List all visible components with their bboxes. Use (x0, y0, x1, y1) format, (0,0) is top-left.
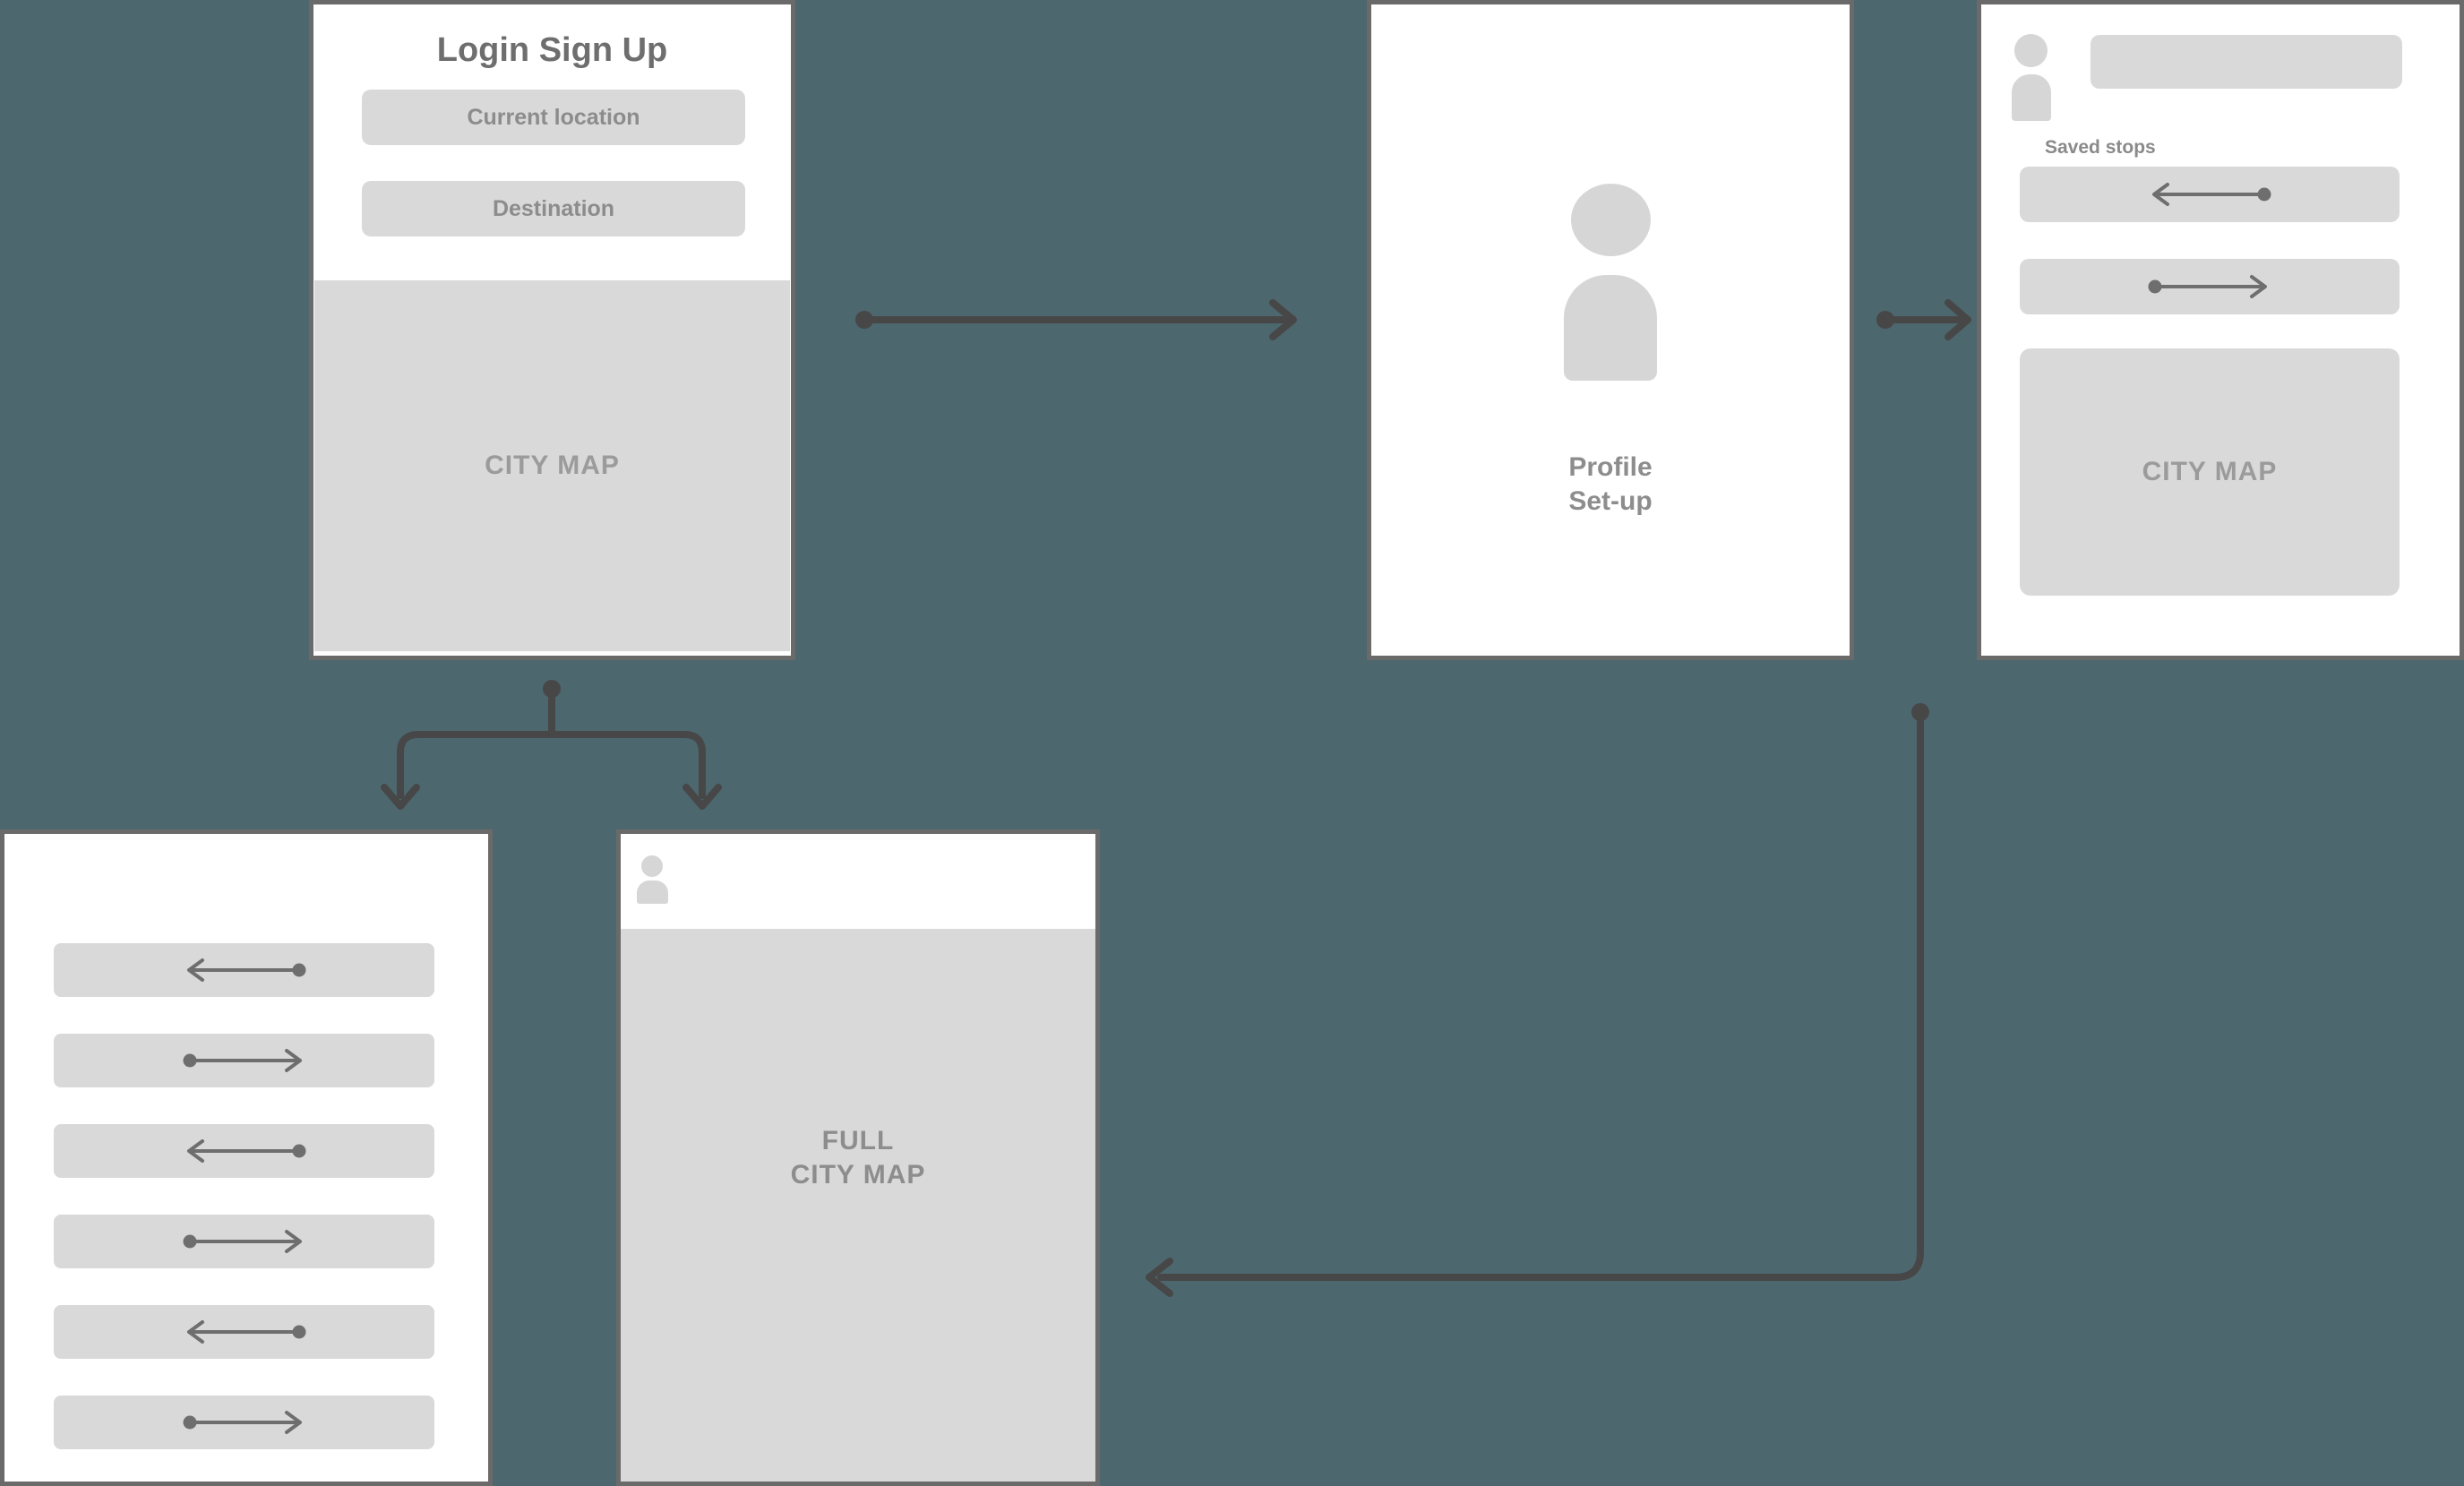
user-avatar-icon[interactable] (2008, 30, 2089, 150)
stops-list-frame (0, 829, 493, 1486)
avatar-body (637, 880, 668, 904)
saved-stop-item[interactable] (54, 1305, 434, 1359)
profile-title-line1: Profile (1568, 452, 1653, 482)
full-map-label-line1: FULL (821, 1126, 895, 1155)
route-direction-arrow-icon (2152, 183, 2271, 206)
full-map-label-line2: CITY MAP (790, 1160, 926, 1190)
connector-saved-stops-to-full-map (1146, 703, 1929, 1297)
route-direction-arrow-icon (2148, 275, 2267, 298)
current-location-field[interactable]: Current location (362, 90, 745, 145)
connector-login-to-profile (855, 299, 1297, 340)
city-map-label: CITY MAP (485, 451, 620, 480)
person-icon (1371, 4, 1850, 408)
city-map-placeholder: CITY MAP (314, 280, 790, 651)
saved-stop-item[interactable] (54, 1124, 434, 1178)
city-map-placeholder: CITY MAP (2020, 348, 2400, 596)
connector-login-branch (381, 680, 722, 810)
profile-setup-title: Profile Set-up (1371, 451, 1850, 519)
route-direction-arrow-icon (186, 958, 305, 982)
profile-name-placeholder[interactable] (2091, 35, 2402, 89)
saved-stop-item[interactable] (54, 1034, 434, 1087)
route-direction-arrow-icon (186, 1320, 305, 1344)
login-screen-frame: Login Sign Up Current location Destinati… (309, 0, 795, 660)
route-direction-arrow-icon (186, 1139, 305, 1163)
saved-stop-item[interactable] (2020, 259, 2400, 314)
full-city-map-frame: FULL CITY MAP (616, 829, 1100, 1486)
saved-stop-item[interactable] (54, 1396, 434, 1449)
avatar-head (641, 855, 663, 877)
user-avatar-icon[interactable] (633, 852, 687, 928)
avatar-head (2014, 34, 2048, 67)
profile-setup-frame: Profile Set-up (1367, 0, 1854, 660)
destination-field[interactable]: Destination (362, 181, 745, 236)
person-icon-head (1571, 184, 1651, 256)
route-direction-arrow-icon (183, 1411, 302, 1434)
current-location-label: Current location (467, 104, 640, 130)
destination-label: Destination (492, 195, 615, 221)
stops-list (54, 943, 434, 1449)
route-direction-arrow-icon (183, 1230, 302, 1253)
login-title: Login Sign Up (436, 31, 668, 69)
saved-stop-item[interactable] (54, 943, 434, 997)
profile-title-line2: Set-up (1568, 486, 1653, 516)
saved-stops-list (2020, 167, 2400, 314)
saved-stop-item[interactable] (54, 1215, 434, 1268)
route-direction-arrow-icon (183, 1049, 302, 1072)
person-icon-body (1564, 275, 1657, 381)
saved-stops-label: Saved stops (2045, 137, 2156, 158)
saved-stop-item[interactable] (2020, 167, 2400, 222)
connector-profile-to-saved-stops (1876, 299, 1971, 340)
full-city-map-placeholder: FULL CITY MAP (621, 929, 1095, 1482)
city-map-label: CITY MAP (2142, 457, 2278, 486)
full-city-map-label: FULL CITY MAP (621, 1124, 1095, 1192)
avatar-body (2012, 74, 2051, 121)
saved-stops-frame: Saved stops CITY MAP (1977, 0, 2464, 660)
